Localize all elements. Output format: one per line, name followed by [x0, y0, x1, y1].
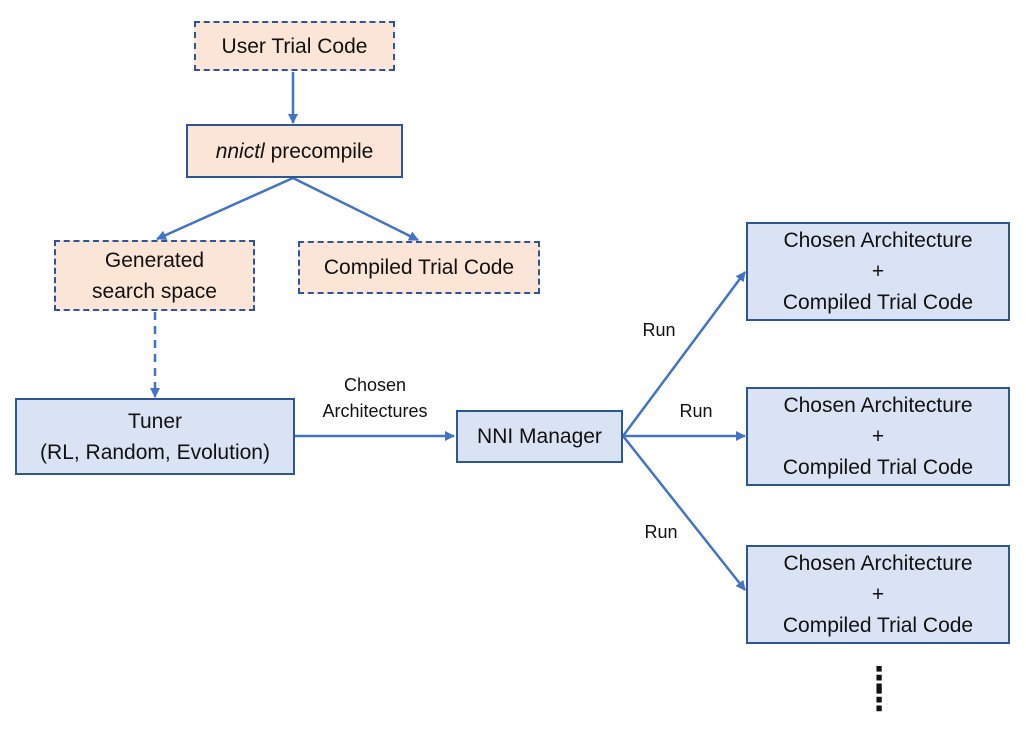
edge-precompile-to-generated — [156, 176, 294, 241]
run-label-bottom: Run — [644, 522, 678, 542]
trial-node-1: Chosen Architecture + Compiled Trial Cod… — [746, 222, 1010, 321]
edge-precompile-to-compiled — [292, 176, 419, 242]
trial-3-line1: Chosen Architecture — [783, 552, 973, 575]
nni-manager-label: NNI Manager — [477, 425, 602, 448]
trial-3-line3: Compiled Trial Code — [782, 614, 974, 637]
generated-label-line2: search space — [92, 279, 217, 303]
precompile-word: precompile — [264, 139, 374, 163]
trial-3-plus: + — [871, 583, 885, 606]
trial-node-3: Chosen Architecture + Compiled Trial Cod… — [746, 545, 1010, 644]
trial-1-plus: + — [871, 260, 885, 283]
chosen-architectures-edge-label: Chosen Architectures — [305, 372, 445, 424]
run-label-middle: Run — [679, 401, 713, 421]
tuner-node: Tuner (RL, Random, Evolution) — [15, 398, 295, 475]
trial-1-line1: Chosen Architecture — [783, 229, 973, 252]
nnictl-command: nnictl — [215, 139, 265, 163]
trial-2-line1: Chosen Architecture — [783, 394, 973, 417]
generated-search-space-node: Generated search space — [54, 240, 255, 311]
chosen-label-line1: Chosen — [343, 375, 407, 395]
more-trials-ellipsis: ⋮⋮ — [864, 662, 894, 717]
tuner-label-line1: Tuner — [127, 409, 183, 433]
trial-2-plus: + — [871, 425, 885, 448]
edge-manager-to-trial-3 — [622, 435, 746, 591]
chosen-label-line2: Architectures — [322, 401, 428, 421]
trial-node-2: Chosen Architecture + Compiled Trial Cod… — [746, 387, 1010, 486]
trial-1-line3: Compiled Trial Code — [782, 291, 974, 314]
tuner-label-line2: (RL, Random, Evolution) — [40, 440, 270, 464]
edge-manager-to-trial-1 — [621, 271, 747, 437]
run-label-top: Run — [642, 320, 676, 340]
user-trial-code-node: User Trial Code — [194, 21, 395, 71]
generated-label-line1: Generated — [104, 248, 205, 272]
trial-2-line3: Compiled Trial Code — [782, 456, 974, 479]
nnictl-precompile-node: nnictl precompile — [186, 124, 403, 178]
compiled-trial-code-node: Compiled Trial Code — [298, 241, 540, 294]
user-trial-code-label: User Trial Code — [221, 34, 368, 58]
compiled-trial-code-label: Compiled Trial Code — [323, 256, 515, 279]
nni-manager-node: NNI Manager — [456, 410, 623, 463]
precompile-label: nnictl precompile — [216, 136, 374, 167]
